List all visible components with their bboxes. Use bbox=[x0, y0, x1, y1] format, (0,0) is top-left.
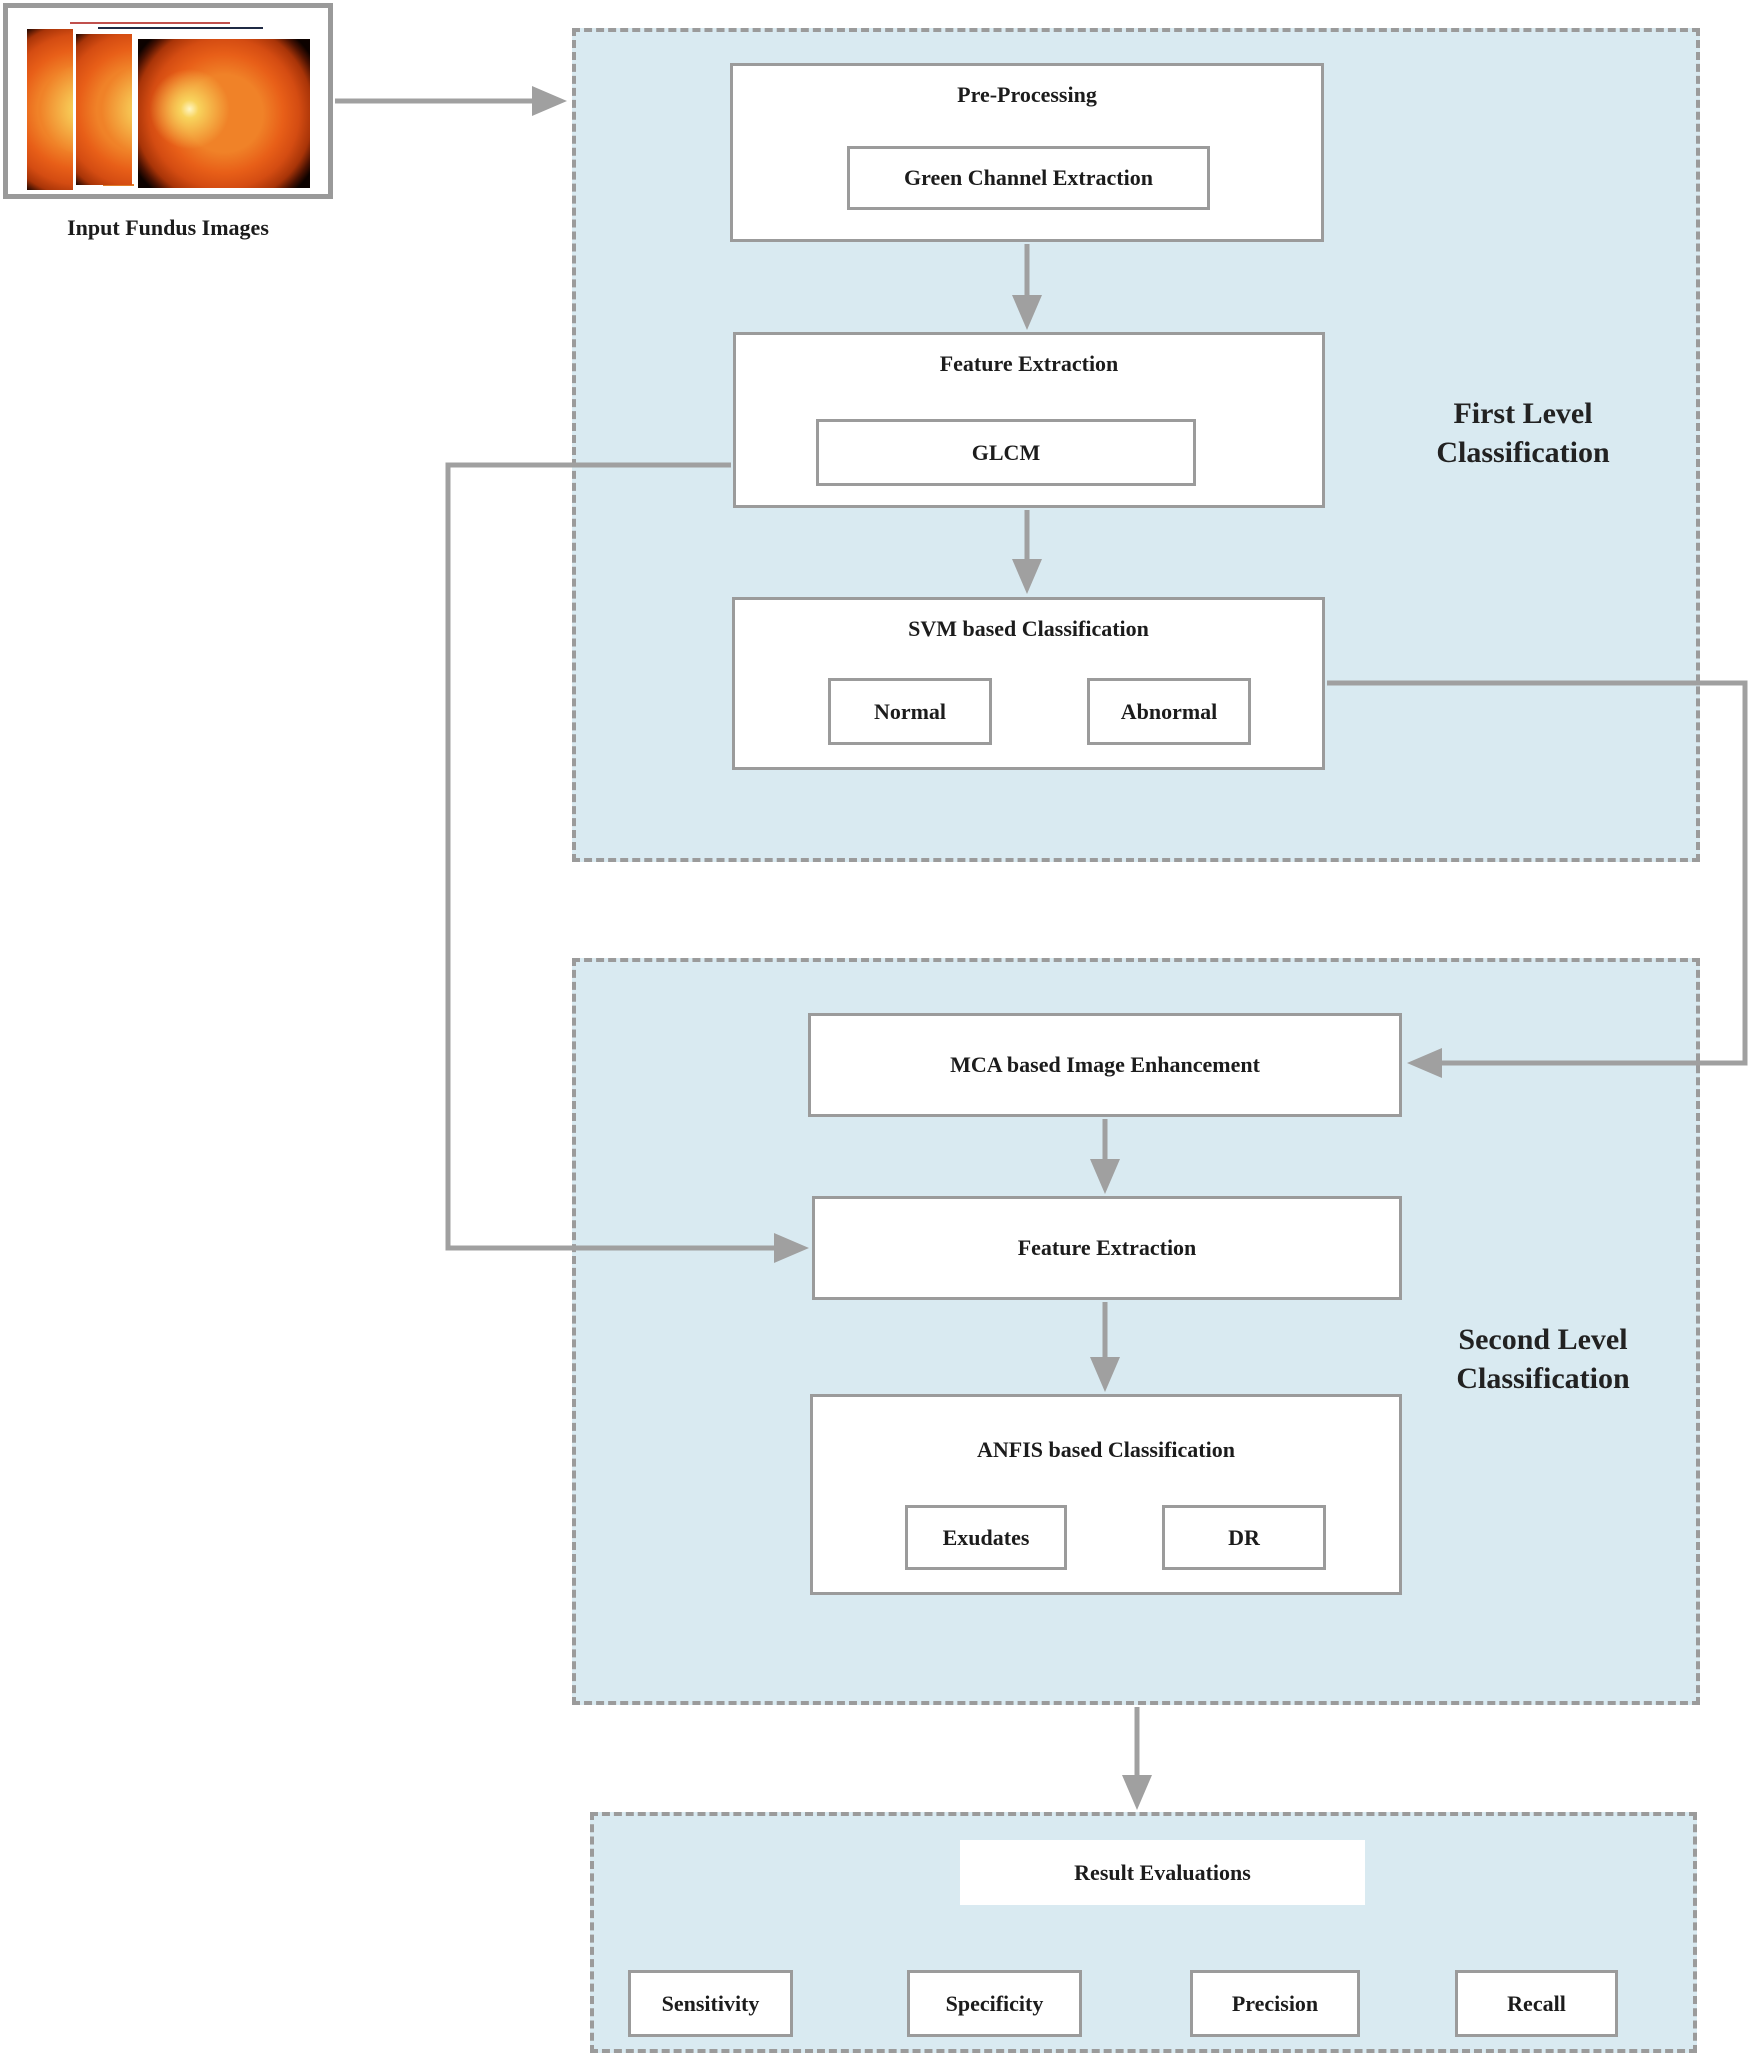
abnormal-label: Abnormal bbox=[1120, 698, 1218, 724]
feature-extraction-2-title: Feature Extraction bbox=[1017, 1235, 1197, 1260]
glcm-box: GLCM bbox=[816, 419, 1196, 486]
fundus-image-back bbox=[27, 29, 73, 190]
recall-label: Recall bbox=[1507, 1990, 1566, 2016]
fundus-image-front bbox=[134, 35, 314, 192]
precision-label: Precision bbox=[1231, 1990, 1319, 2016]
exudates-box: Exudates bbox=[905, 1505, 1067, 1570]
green-channel-extraction-box: Green Channel Extraction bbox=[847, 146, 1210, 210]
normal-label: Normal bbox=[873, 698, 947, 724]
anfis-classification-title: ANFIS based Classification bbox=[977, 1437, 1235, 1462]
specificity-label: Specificity bbox=[945, 1990, 1044, 2016]
artifact-line-navy bbox=[98, 27, 263, 29]
sensitivity-box: Sensitivity bbox=[628, 1970, 793, 2037]
precision-box: Precision bbox=[1190, 1970, 1360, 2037]
green-channel-extraction-label: Green Channel Extraction bbox=[904, 165, 1153, 190]
abnormal-box: Abnormal bbox=[1087, 678, 1251, 745]
input-fundus-label: Input Fundus Images bbox=[67, 215, 269, 240]
mca-enhancement-box: MCA based Image Enhancement bbox=[808, 1013, 1402, 1117]
second-level-label: Second Level Classification bbox=[1456, 1323, 1630, 1395]
result-evaluations-box: Result Evaluations bbox=[960, 1840, 1365, 1905]
artifact-line-red bbox=[70, 22, 230, 24]
dr-label: DR bbox=[1228, 1524, 1260, 1550]
mca-enhancement-title: MCA based Image Enhancement bbox=[950, 1052, 1260, 1077]
preprocessing-title: Pre-Processing bbox=[957, 82, 1097, 107]
recall-box: Recall bbox=[1455, 1970, 1618, 2037]
feature-extraction-2-box: Feature Extraction bbox=[812, 1196, 1402, 1300]
feature-extraction-1-title: Feature Extraction bbox=[939, 351, 1119, 376]
result-evaluations-title: Result Evaluations bbox=[1074, 1859, 1251, 1885]
first-level-label: First Level Classification bbox=[1436, 397, 1610, 469]
fundus-image-middle bbox=[76, 34, 132, 185]
svm-classification-title: SVM based Classification bbox=[908, 616, 1149, 641]
dr-box: DR bbox=[1162, 1505, 1326, 1570]
exudates-label: Exudates bbox=[942, 1524, 1030, 1550]
sensitivity-label: Sensitivity bbox=[661, 1990, 760, 2016]
specificity-box: Specificity bbox=[907, 1970, 1082, 2037]
normal-box: Normal bbox=[828, 678, 992, 745]
input-fundus-frame bbox=[3, 3, 333, 199]
glcm-label: GLCM bbox=[971, 439, 1041, 465]
